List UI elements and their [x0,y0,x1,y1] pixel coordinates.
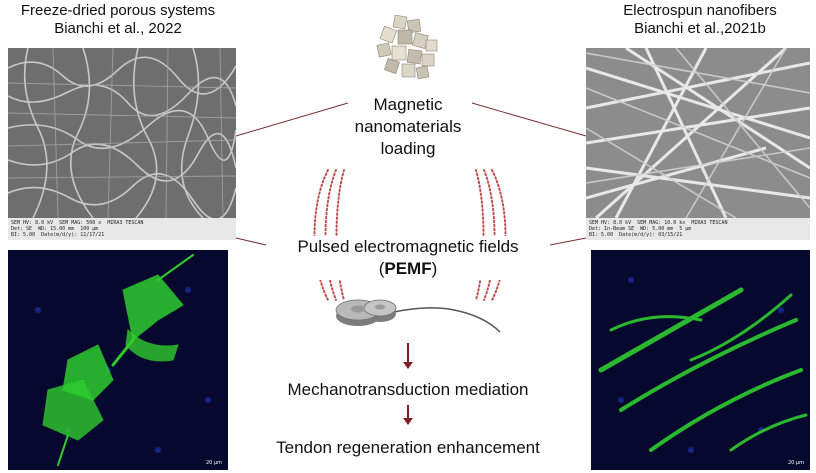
right-citation: Bianchi et al.,2021b [634,20,766,37]
left-fluo-scale: 20 µm [205,460,222,466]
electromagnetic-field-icon [313,169,507,301]
pemf-label: Pulsed electromagnetic fields (PEMF) [266,236,550,280]
arrow-down-icon [403,405,413,425]
sem-date: Date(m/d/y): 03/15/21 [619,232,683,238]
magnetic-line2: nanomaterials [354,117,462,136]
sem-bi: BI: 5.00 [11,232,36,238]
magnetic-line3: loading [380,139,436,158]
magnetic-line1: Magnetic [373,95,443,114]
pemf-line1: Pulsed electromagnetic fields [297,237,519,256]
mechanotransduction-label: Mechanotransduction mediation [287,380,529,399]
tendon-regeneration-label: Tendon regeneration enhancement [276,438,540,457]
right-sem-info-bar: SEM HV: 8.0 kV SEM MAG: 10.0 kx MIRA3 TESC… [586,218,810,240]
right-fluo-scale: 20 µm [787,460,804,466]
left-sem-image: SEM HV: 8.0 kV SEM MAG: 500 x MIRA3 TESCAN… [8,48,236,240]
right-sem-image: SEM HV: 8.0 kV SEM MAG: 10.0 kx MIRA3 TESC… [586,48,810,240]
sem-hv: SEM HV: 8.0 kV [589,220,632,226]
right-title: Electrospun nanofibers [623,2,777,19]
sem-scale: 5 µm [679,226,692,232]
sem-bi: BI: 5.00 [589,232,614,238]
sem-brand: MIRA3 TESCAN [691,220,728,226]
right-cells [598,277,808,453]
sem-det: Det: SE [11,226,33,232]
left-cells [35,254,211,466]
pemf-line2: (PEMF) [266,258,550,280]
nanoparticle-cluster-icon [376,14,438,80]
pemf-open-paren: ( [378,259,385,278]
pemf-acronym: PEMF [384,259,432,278]
left-citation: Bianchi et al., 2022 [54,20,182,37]
left-sem-info-bar: SEM HV: 8.0 kV SEM MAG: 500 x MIRA3 TESCAN… [8,218,236,240]
left-fluorescence-image: 20 µm [8,250,228,470]
sem-brand: MIRA3 TESCAN [107,220,144,226]
magnetic-loading-label: Magnetic nanomaterials loading [330,94,486,160]
sem-det: Det: In-Beam SE [589,226,635,232]
fiber-texture [586,48,810,218]
arrow-down-icon [403,343,413,369]
right-fluorescence-image: 20 µm [591,250,810,470]
pemf-coil-device-icon [335,299,501,333]
porous-texture [8,48,236,218]
sem-scale: 100 µm [80,226,99,232]
pemf-close-paren: ) [431,259,438,278]
sem-mag: SEM MAG: 10.0 kx [637,220,686,226]
sem-hv: SEM HV: 8.0 kV [11,220,54,226]
sem-date: Date(m/d/y): 11/17/21 [41,232,105,238]
sem-wd: WD: 5.00 mm [640,226,674,232]
left-title: Freeze-dried porous systems [20,2,216,19]
sem-wd: WD: 15.00 mm [38,226,75,232]
sem-mag: SEM MAG: 500 x [59,220,102,226]
